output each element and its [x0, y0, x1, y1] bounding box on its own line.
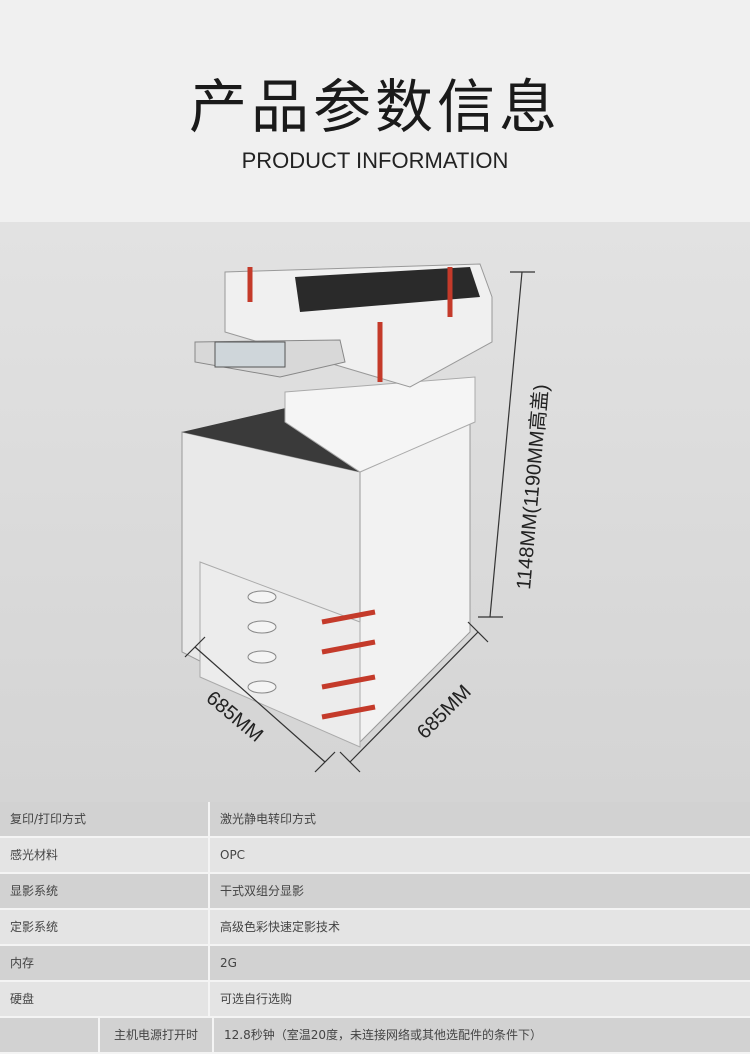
table-row: 主机电源打开时 12.8秒钟（室温20度，未连接网络或其他选配件的条件下） [0, 1018, 750, 1054]
table-row: 显影系统干式双组分显影 [0, 874, 750, 910]
page-title: 产品参数信息 [188, 73, 561, 141]
spec-group-key [0, 1018, 100, 1052]
spec-value: 2G [220, 956, 237, 970]
table-row: 感光材料 OPC [0, 838, 750, 874]
table-row: 定影系统高级色彩快速定影技术 [0, 910, 750, 946]
spec-key: 定影系统 [0, 910, 210, 944]
spec-key: 显影系统 [0, 874, 210, 908]
table-row: 复印/打印方式激光静电转印方式 [0, 802, 750, 838]
spec-key: 感光材料 [0, 838, 210, 872]
spec-value: 12.8秒钟（室温20度，未连接网络或其他选配件的条件下） [224, 1028, 542, 1042]
spec-key: 内存 [0, 946, 210, 980]
spec-value: 高级色彩快速定影技术 [220, 920, 341, 934]
product-photo: 1148MM(1190MM高盖) 685MM 685MM [0, 222, 750, 802]
spec-value: 可选自行选购 [220, 992, 293, 1006]
table-row: 内存 2G [0, 946, 750, 982]
spec-subkey: 主机电源打开时 [100, 1018, 214, 1052]
spec-table: 复印/打印方式激光静电转印方式 感光材料 OPC 显影系统干式双组分显影 定影系统… [0, 802, 750, 1054]
page-subtitle: PRODUCT INFORMATION [241, 148, 509, 173]
spec-key: 复印/打印方式 [0, 802, 210, 836]
table-row: 硬盘可选自行选购 [0, 982, 750, 1018]
spec-value: 激光静电转印方式 [220, 812, 317, 826]
printer-illustration: 1148MM(1190MM高盖) 685MM 685MM [0, 222, 750, 802]
spec-value: OPC [220, 848, 246, 862]
spec-value: 干式双组分显影 [220, 884, 305, 898]
spec-key: 硬盘 [0, 982, 210, 1016]
header: 产品参数信息 PRODUCT INFORMATION [0, 0, 750, 222]
